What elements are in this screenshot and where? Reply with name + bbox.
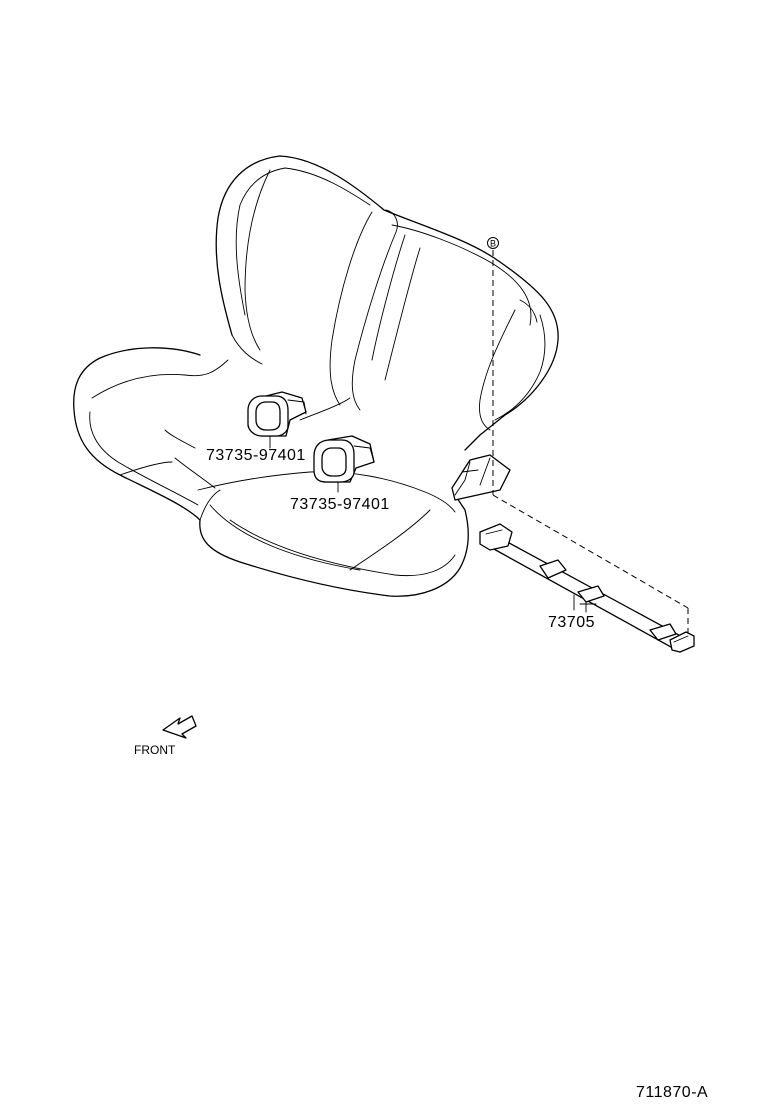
seat-cushion	[73, 347, 469, 597]
seat-backrest	[215, 155, 559, 451]
side-anchor-cover	[451, 454, 511, 501]
front-direction-arrow	[162, 715, 197, 739]
anchor-strap	[479, 523, 695, 653]
belt-buckle-right	[313, 435, 375, 493]
anchor-strap-label: 73705	[548, 614, 595, 631]
belt-buckle-left	[247, 391, 307, 449]
reference-b-label: B	[490, 239, 496, 249]
belt-buckle-left-label: 73735-97401	[206, 447, 306, 464]
belt-buckle-right-label: 73735-97401	[290, 496, 390, 513]
diagram-code: 711870-A	[636, 1084, 708, 1101]
reference-b-callout: B	[487, 237, 689, 636]
front-label: FRONT	[134, 743, 176, 757]
